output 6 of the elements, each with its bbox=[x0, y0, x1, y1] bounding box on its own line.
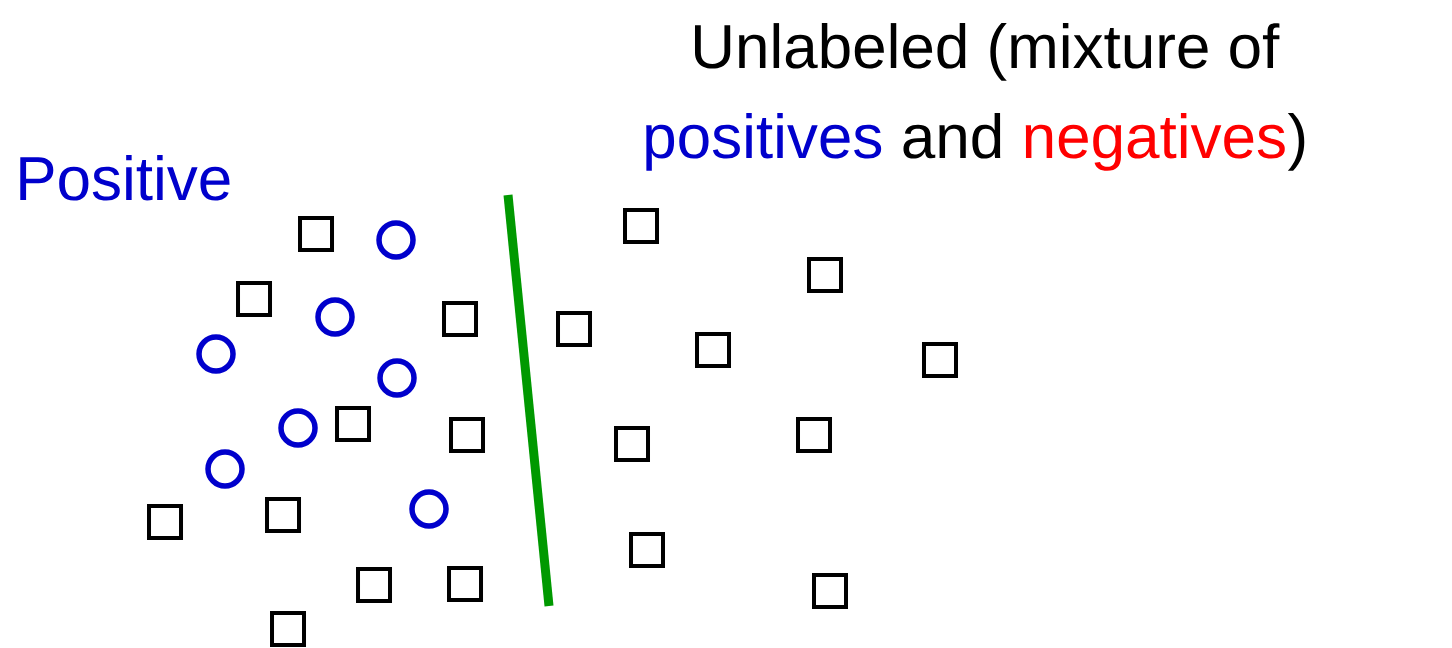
label-text: negatives bbox=[1025, 113, 1285, 171]
label-text: Positive bbox=[20, 155, 230, 201]
label-text: ) bbox=[1287, 113, 1305, 171]
label-text: and bbox=[903, 113, 1001, 159]
label-text: Unlabeled (mixture of bbox=[695, 23, 1280, 81]
label-text: positives bbox=[646, 113, 882, 171]
